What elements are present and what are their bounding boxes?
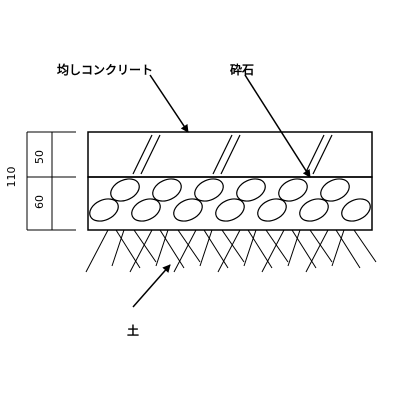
gravel-stone: [299, 198, 329, 222]
concrete-hatch: [132, 134, 333, 175]
gravel-label: 砕石: [230, 63, 255, 77]
soil-hatch-line: [291, 230, 317, 269]
gravel-stones: [89, 178, 371, 222]
gravel-stone: [110, 178, 140, 202]
gravel-stone: [215, 198, 245, 222]
soil-hatch-line: [353, 230, 377, 263]
gravel-stone: [173, 198, 203, 222]
soil-hatch-line: [85, 230, 109, 273]
gravel-stone: [236, 178, 266, 202]
soil-hatch-line: [111, 230, 125, 267]
soil-hatch-line: [309, 230, 333, 263]
soil-hatch-line: [265, 230, 289, 263]
soil-hatch-line: [221, 230, 245, 263]
soil-hatch-line: [203, 230, 229, 269]
soil-leader: [132, 264, 171, 308]
dimension-bottom-layer: 60: [33, 195, 46, 209]
soil-hatch-line: [247, 230, 273, 269]
gravel-stone: [194, 178, 224, 202]
soil-hatch-line: [129, 230, 153, 273]
leader-arrows: [132, 74, 311, 308]
dimension-frame: [26, 131, 76, 231]
soil-hatch-line: [115, 230, 141, 269]
gravel-stone: [341, 198, 371, 222]
soil-hatch-line: [133, 230, 157, 263]
gravel-stone: [257, 198, 287, 222]
gravel-stone: [278, 178, 308, 202]
concrete-label: 均しコンクリート: [57, 63, 154, 77]
soil-hatch-line: [217, 230, 241, 273]
dimension-top-layer: 50: [33, 150, 46, 164]
soil-hatch-line: [335, 230, 361, 269]
soil-hatch-line: [243, 230, 257, 267]
soil-hatch-line: [155, 230, 169, 267]
soil-hatch: [85, 230, 377, 273]
soil-hatch-line: [261, 230, 285, 273]
gravel-stone: [131, 198, 161, 222]
dimension-total: 110: [5, 166, 18, 188]
gravel-stone: [152, 178, 182, 202]
soil-hatch-line: [199, 230, 213, 267]
soil-hatch-line: [173, 230, 197, 273]
concrete-leader: [149, 74, 189, 133]
soil-hatch-line: [287, 230, 301, 267]
gravel-rect: [87, 176, 373, 231]
gravel-stone: [320, 178, 350, 202]
gravel-leader: [244, 74, 311, 178]
soil-label: 土: [127, 324, 140, 338]
soil-hatch-line: [159, 230, 185, 269]
gravel-layer: [87, 176, 373, 231]
gravel-stone: [89, 198, 119, 222]
soil-hatch-line: [331, 230, 345, 267]
soil-hatch-line: [177, 230, 201, 263]
concrete-layer: [87, 131, 373, 178]
soil-hatch-line: [305, 230, 329, 273]
